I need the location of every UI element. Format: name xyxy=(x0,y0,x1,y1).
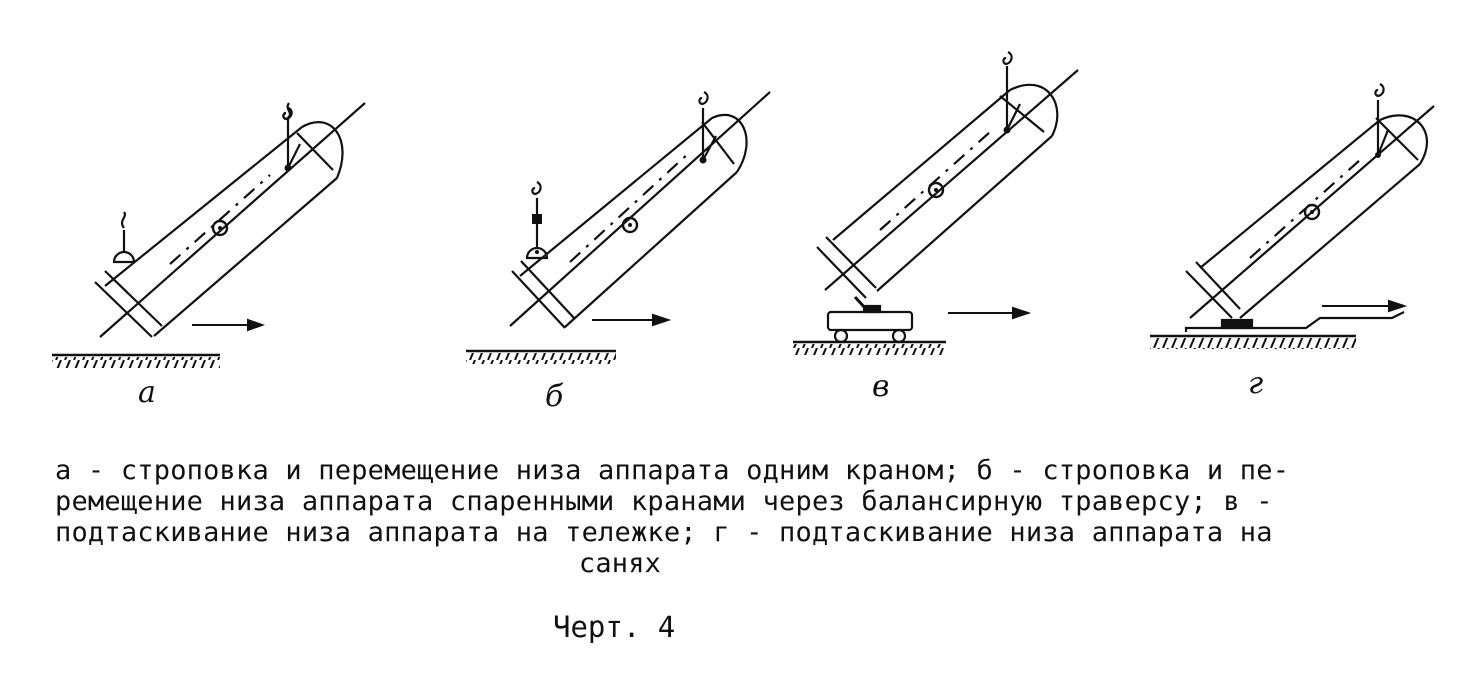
direction-arrow-icon xyxy=(948,306,1032,320)
rigging-diagram: а б в г xyxy=(52,51,1435,414)
direction-arrow-icon xyxy=(1322,299,1408,313)
panel-g xyxy=(1185,83,1435,319)
crane-hook-icon xyxy=(282,106,293,121)
panel-b xyxy=(509,91,771,329)
direction-arrow-icon xyxy=(592,313,672,327)
panel-label-v: в xyxy=(872,369,889,404)
balance-beam-block xyxy=(532,214,542,224)
caption-line: а - строповка и перемещение низа аппарат… xyxy=(55,455,1290,486)
center-of-mass-icon xyxy=(621,216,639,234)
drawing-number: Черт. 4 xyxy=(553,610,676,644)
panel-label-a: а xyxy=(138,375,156,410)
center-of-mass-icon xyxy=(927,181,945,199)
caption-line: подтаскивание низа аппарата на тележке; … xyxy=(55,517,1273,548)
ground-hatching-icon xyxy=(793,340,946,355)
trolley xyxy=(826,304,914,344)
caption-line: санях xyxy=(578,548,662,579)
center-of-mass-icon xyxy=(211,219,229,237)
center-of-mass-icon xyxy=(1303,203,1321,221)
panel-v xyxy=(816,51,1079,311)
caption-line: ремещение низа аппарата спаренными крана… xyxy=(55,486,1273,517)
figure-caption: а - строповка и перемещение низа аппарат… xyxy=(55,455,1435,579)
sled xyxy=(1184,311,1405,332)
ground-hatching-icon xyxy=(466,349,616,364)
direction-arrow-icon xyxy=(192,318,265,332)
panel-label-g: г xyxy=(1248,366,1263,401)
panel-label-b: б xyxy=(545,379,564,414)
ground-hatching-icon xyxy=(52,353,220,368)
ground-hatching-icon xyxy=(1150,334,1356,349)
panel-a xyxy=(94,102,366,338)
